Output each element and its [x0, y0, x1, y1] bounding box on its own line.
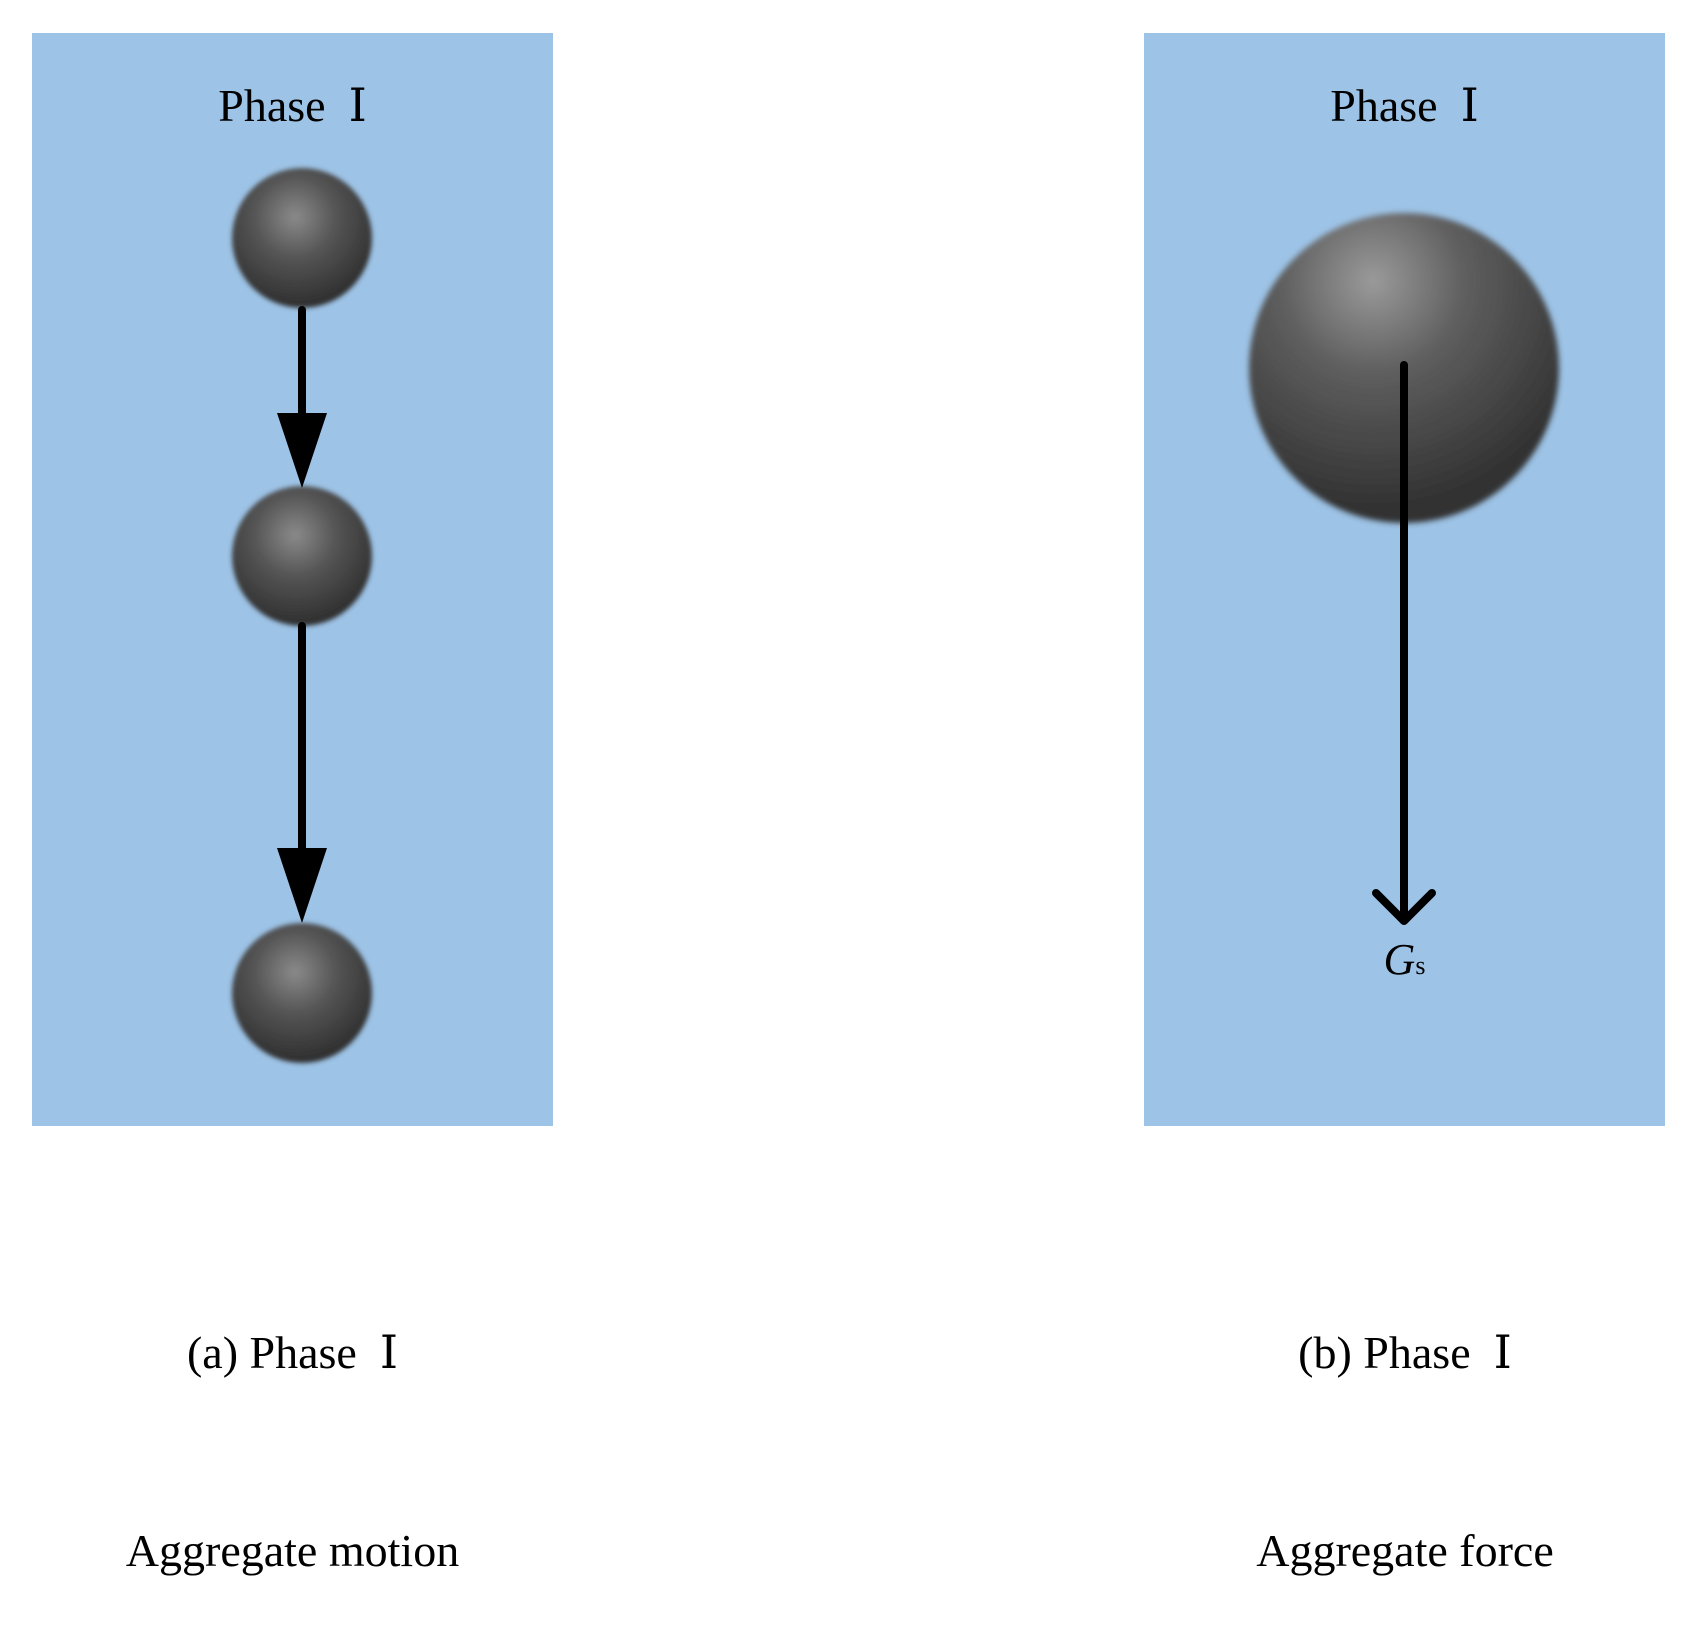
- motion-diagram: [232, 168, 372, 1063]
- caption-b-line2: Aggregate force: [1256, 1525, 1554, 1576]
- gravity-subscript: s: [1415, 951, 1426, 980]
- gravity-symbol: G: [1383, 935, 1416, 984]
- aggregate-particle-top: [232, 168, 372, 308]
- panel-aggregate-force: Phase Ⅰ Gs: [1144, 33, 1665, 1126]
- caption-b: (b) Phase Ⅰ Aggregate force: [1105, 1188, 1689, 1650]
- caption-b-line1: (b) Phase Ⅰ: [1298, 1327, 1512, 1378]
- force-diagram: [1249, 213, 1559, 925]
- panel-aggregate-motion: Phase Ⅰ: [32, 33, 553, 1126]
- aggregate-particle-middle: [232, 486, 372, 626]
- panel-title: Phase Ⅰ: [1330, 80, 1479, 131]
- gravity-arrow-head: [1372, 889, 1436, 925]
- motion-arrow-2-head: [277, 848, 327, 923]
- gravity-force-label: Gs: [1144, 938, 1665, 982]
- panel-title: Phase Ⅰ: [218, 80, 367, 131]
- aggregate-particle-bottom: [232, 923, 372, 1063]
- caption-a: (a) Phase Ⅰ Aggregate motion: [0, 1188, 585, 1650]
- caption-a-line1: (a) Phase Ⅰ: [186, 1327, 399, 1378]
- motion-arrow-1-head: [277, 413, 327, 488]
- caption-a-line2: Aggregate motion: [125, 1525, 460, 1576]
